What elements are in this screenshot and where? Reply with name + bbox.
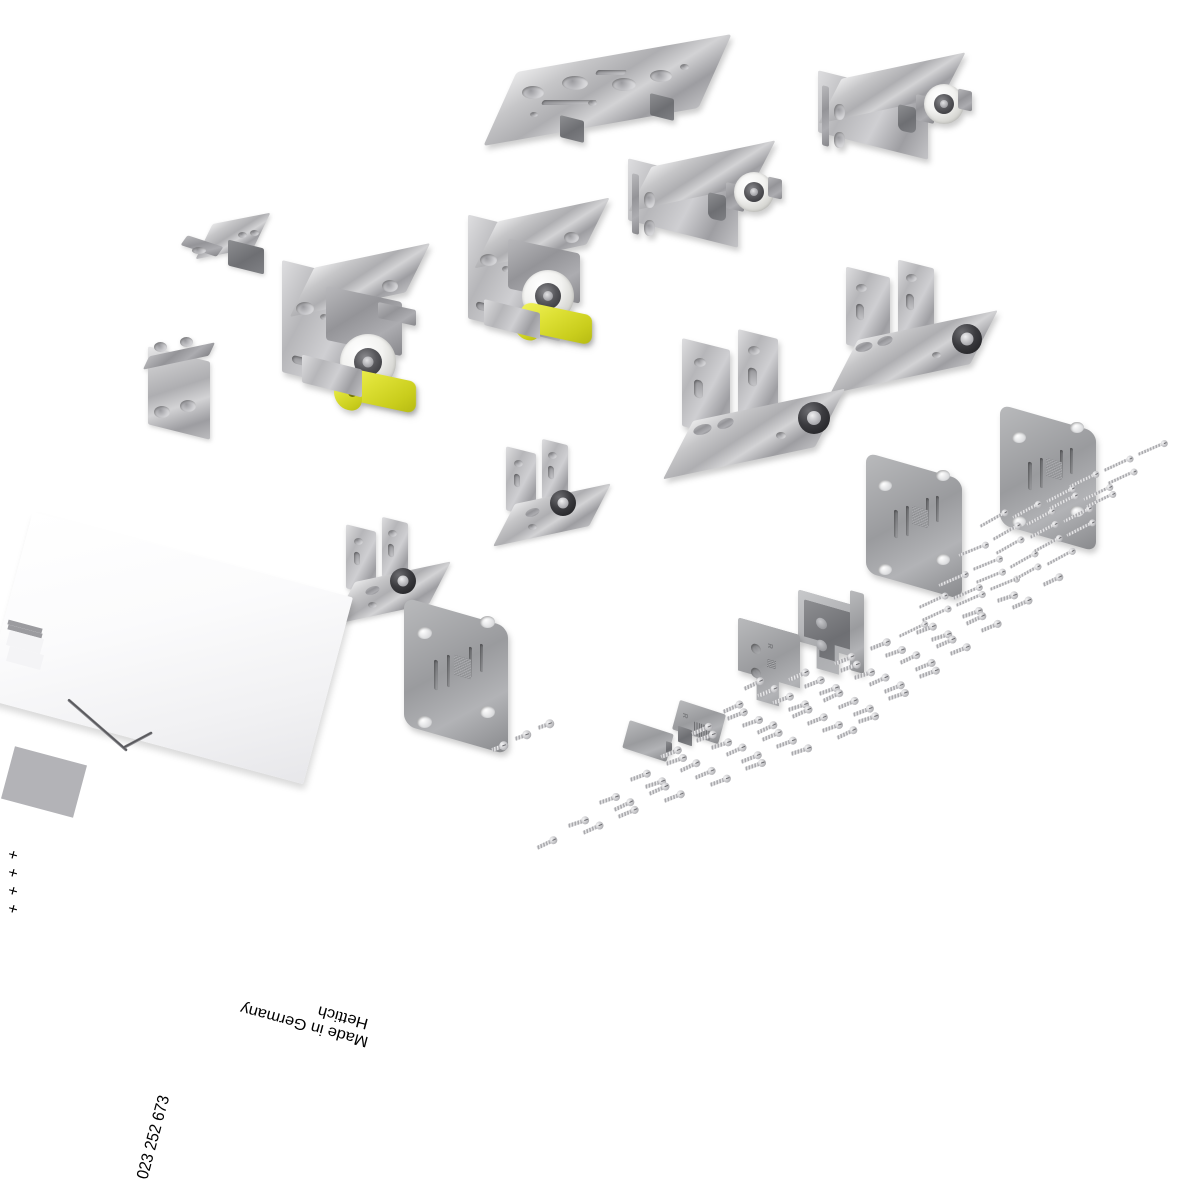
screw <box>790 742 814 756</box>
screw <box>694 765 717 780</box>
screw-shank <box>1032 537 1058 553</box>
roller-carrier-right <box>468 197 638 372</box>
screw <box>772 691 795 705</box>
screw-shank <box>988 578 1015 591</box>
screw <box>837 695 860 710</box>
screw <box>744 758 768 771</box>
allen-key <box>62 690 172 780</box>
screw <box>995 534 1026 555</box>
small-angle-bracket <box>178 212 288 288</box>
screw <box>663 788 686 803</box>
screw-shank <box>975 571 1001 585</box>
screw <box>536 835 559 850</box>
screw <box>921 604 953 623</box>
l-bracket-roller-small-2 <box>493 438 620 556</box>
roller-carrier-left <box>282 243 462 438</box>
screw-head <box>548 835 559 846</box>
screw <box>856 711 880 724</box>
screw-shank <box>1046 551 1071 567</box>
l-bracket-roller-large-1 <box>662 329 862 480</box>
screw-shank <box>1106 471 1132 486</box>
screw-shank <box>921 608 947 623</box>
screw-shank <box>739 754 756 764</box>
screw <box>1046 546 1077 567</box>
screw-head <box>943 604 953 614</box>
screw-head <box>900 688 911 699</box>
carriage-right <box>812 52 982 172</box>
gray-plate-2 <box>866 452 976 606</box>
l-bracket-roller-large-2 <box>830 259 1016 398</box>
screws-countersunk-small <box>491 717 562 794</box>
gray-plate-1 <box>404 597 524 762</box>
top-mounting-plate <box>483 34 732 148</box>
screw <box>1106 467 1139 486</box>
screw <box>887 688 911 701</box>
screw <box>775 734 799 749</box>
carriage-center <box>622 140 792 260</box>
screw <box>1012 561 1043 583</box>
screw <box>884 644 908 658</box>
product-photo-canvas: R R + + + + Hettich <box>0 34 1200 1181</box>
screw <box>567 814 591 828</box>
screw-shank <box>1136 442 1163 457</box>
screw <box>1032 533 1064 553</box>
screw <box>598 791 621 805</box>
screw <box>1136 438 1169 457</box>
screw <box>821 719 844 733</box>
screw-shank <box>995 539 1020 555</box>
screws-countersunk-bulk <box>536 572 1200 870</box>
screw-shank <box>1009 552 1034 569</box>
screw-shank <box>856 715 873 724</box>
screw <box>537 717 556 730</box>
screw <box>806 711 829 726</box>
screw <box>708 773 732 787</box>
l-bracket-roller-small-1 <box>333 516 460 634</box>
screw-shank <box>992 525 1017 542</box>
screw-head <box>757 758 768 769</box>
flat-strap-bracket <box>140 336 226 446</box>
screw <box>949 641 973 656</box>
